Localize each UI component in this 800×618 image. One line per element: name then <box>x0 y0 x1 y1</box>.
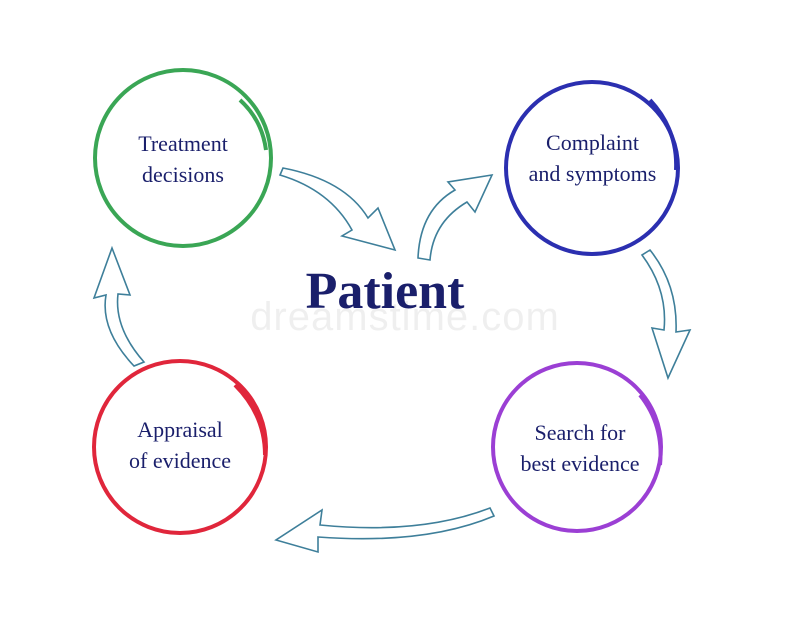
node-label-line: of evidence <box>129 448 231 473</box>
node-label-line: Appraisal <box>137 417 223 442</box>
watermark: dreamstime.com <box>250 295 560 339</box>
node-label-line: Search for <box>534 420 626 445</box>
node-circle-complaint <box>504 80 680 256</box>
arrow-treatment-to-patient <box>278 167 397 252</box>
node-label-line: Treatment <box>138 131 228 156</box>
node-label-line: best evidence <box>520 451 640 476</box>
node-circle-search <box>491 361 663 533</box>
node-label-line: decisions <box>142 162 224 187</box>
node-label-line: Complaint <box>546 130 639 155</box>
arrow-complaint-to-search <box>640 248 692 381</box>
node-label-line: and symptoms <box>528 161 657 186</box>
arrow-appraisal-to-treatment <box>92 245 146 367</box>
node-label-complaint: Complaint and symptoms <box>505 127 680 189</box>
arrow-patient-to-complaint <box>417 173 494 261</box>
arrow-search-to-appraisal <box>274 506 496 554</box>
node-label-treatment: Treatment decisions <box>103 128 263 190</box>
center-title: Patient <box>305 263 465 320</box>
node-circle-appraisal <box>92 359 268 535</box>
node-label-appraisal: Appraisal of evidence <box>100 414 260 476</box>
node-circle-treatment <box>93 68 273 248</box>
node-label-search: Search for best evidence <box>495 417 665 479</box>
